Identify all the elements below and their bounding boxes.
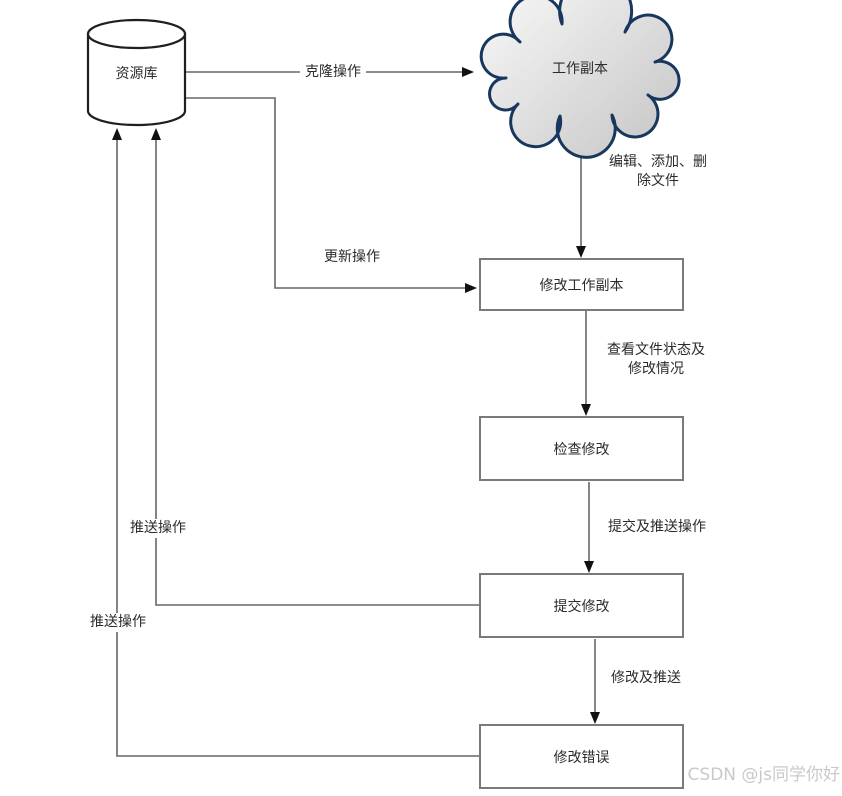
edit-files-label: 编辑、添加、删 除文件: [609, 153, 707, 191]
working-copy-label: 工作副本: [552, 60, 608, 77]
check-changes-label: 检查修改: [553, 441, 610, 458]
check-changes-box: [479, 416, 684, 481]
fix-errors-box: [479, 724, 684, 789]
edit-files-label-line2: 除文件: [637, 173, 679, 189]
edit-files-label-line1: 编辑、添加、删: [609, 154, 707, 170]
arrowhead-edit-files: [576, 246, 586, 258]
commit-push-label: 提交及推送操作: [608, 519, 706, 535]
push-from-commit-line: [155, 137, 480, 606]
push-from-fix-label: 推送操作: [85, 613, 151, 632]
cylinder-body: [86, 32, 187, 127]
push-from-fix-line: [116, 137, 480, 757]
commit-changes-box: [479, 573, 684, 638]
arrowhead-update: [465, 283, 477, 293]
arrowhead-push-from-commit: [151, 128, 161, 140]
view-status-label-line1: 查看文件状态及: [607, 342, 705, 358]
repository-label: 资源库: [115, 65, 158, 82]
clone-label: 克隆操作: [300, 63, 366, 82]
modify-push-label: 修改及推送: [611, 670, 681, 686]
update-label: 更新操作: [324, 249, 380, 265]
modify-working-copy-label: 修改工作副本: [539, 277, 624, 294]
arrowhead-modify-push: [590, 712, 600, 724]
update-arrow-line: [186, 97, 465, 289]
fix-errors-label: 修改错误: [553, 749, 610, 766]
modify-working-copy-box: [479, 258, 684, 311]
csdn-watermark: CSDN @js同学你好: [687, 765, 840, 785]
arrowhead-commit-push: [584, 561, 594, 573]
cylinder-top-ellipse: [86, 18, 187, 50]
arrowhead-push-from-fix: [112, 128, 122, 140]
repository-cylinder: [86, 18, 187, 127]
view-status-label: 查看文件状态及 修改情况: [607, 341, 705, 379]
push-from-commit-label: 推送操作: [125, 519, 191, 538]
arrowhead-clone: [462, 67, 474, 77]
commit-changes-label: 提交修改: [553, 598, 610, 615]
arrowhead-view-status: [581, 404, 591, 416]
view-status-label-line2: 修改情况: [628, 361, 684, 377]
working-copy-cloud: [479, 0, 681, 159]
